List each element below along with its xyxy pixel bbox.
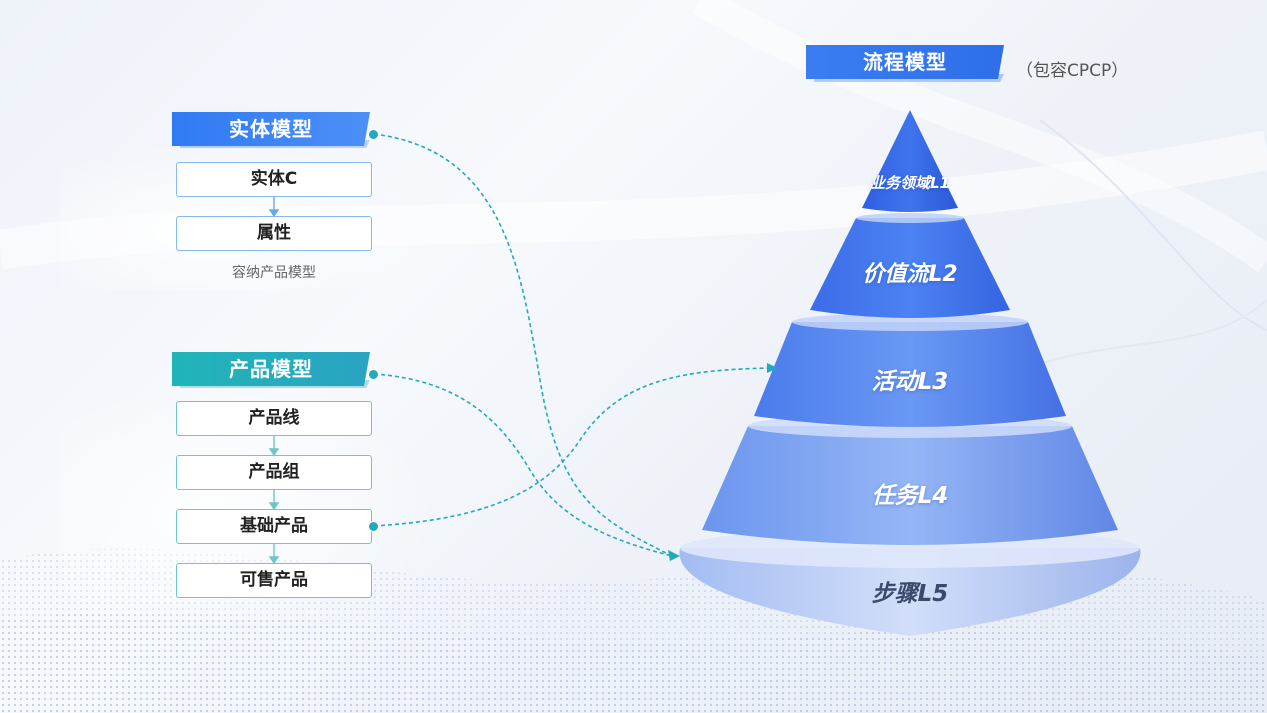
layer-label-l1: 业务领域L1 bbox=[870, 174, 950, 192]
layer-label-l5: 步骤L5 bbox=[871, 581, 949, 607]
attribute-box: 属性 bbox=[176, 216, 372, 251]
entity-connector-dot bbox=[368, 129, 379, 140]
product-connector-dot bbox=[368, 369, 379, 380]
base-product-box: 基础产品 bbox=[176, 509, 372, 544]
entity-c-box: 实体C bbox=[176, 162, 372, 197]
product-group-box: 产品组 bbox=[176, 455, 372, 490]
process-model-note: （包容CPCP） bbox=[1016, 61, 1129, 81]
layer-label-l4: 任务L4 bbox=[871, 483, 949, 509]
base-product-connector-dot bbox=[368, 521, 379, 532]
entity-model-header: 实体模型 bbox=[172, 112, 370, 146]
sellable-product-box: 可售产品 bbox=[176, 563, 372, 598]
process-model-header: 流程模型 bbox=[806, 45, 1004, 79]
product-model-header: 产品模型 bbox=[172, 352, 370, 386]
layer-label-l3: 活动L3 bbox=[871, 369, 949, 395]
product-line-box: 产品线 bbox=[176, 401, 372, 436]
entity-caption: 容纳产品模型 bbox=[232, 265, 316, 281]
layer-label-l2: 价值流L2 bbox=[862, 262, 958, 287]
